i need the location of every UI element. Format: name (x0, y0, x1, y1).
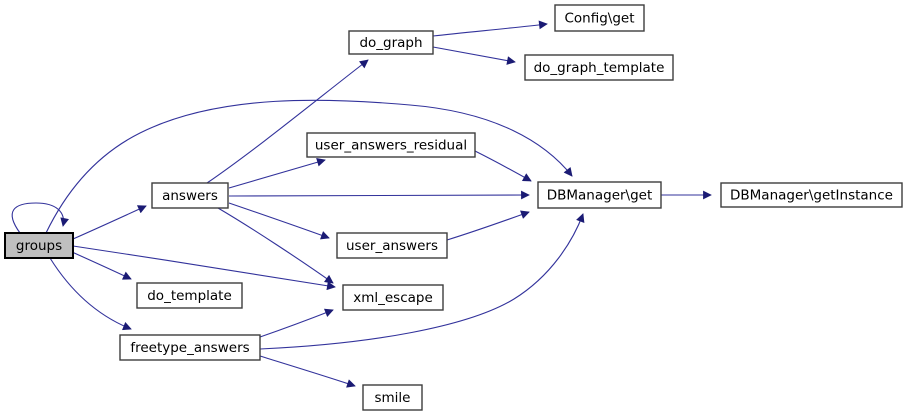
edge-user-answers-to-dbmanager-get (446, 210, 530, 241)
edge-answers-to-user-answers (228, 202, 330, 240)
node-groups[interactable]: groups (4, 232, 74, 259)
node-do-graph-template[interactable]: do_graph_template (524, 54, 674, 81)
nodes-layer: groups answers do_graph Config\get do_graph_… (4, 4, 903, 411)
node-label-config-get: Config\get (564, 11, 634, 27)
node-label-smile: smile (375, 390, 411, 406)
node-box-do-template[interactable] (136, 282, 243, 309)
node-config-get[interactable]: Config\get (554, 4, 645, 32)
node-xml-escape[interactable]: xml_escape (342, 284, 444, 311)
node-dbmanager-getinstance[interactable]: DBManager\getInstance (720, 182, 903, 208)
edge-groups-to-answers (72, 205, 147, 240)
edge-freetype-answers-to-smile (259, 355, 356, 388)
node-box-user-answers[interactable] (336, 232, 448, 259)
edge-groups-to-freetype-answers (49, 257, 132, 331)
node-box-dbmanager-getinstance[interactable] (720, 182, 903, 208)
node-user-answers-residual[interactable]: user_answers_residual (306, 132, 476, 158)
node-box-dbmanager-get[interactable] (537, 181, 662, 209)
node-label-groups: groups (16, 238, 62, 254)
edge-answers-to-dbmanager-get (228, 190, 530, 200)
node-label-dbmanager-get: DBManager\get (547, 188, 653, 204)
node-label-user-answers-residual: user_answers_residual (315, 138, 467, 154)
node-label-do-template: do_template (147, 288, 232, 304)
node-do-template[interactable]: do_template (136, 282, 243, 309)
edge-groups-to-dbmanager-get (45, 99, 573, 234)
node-box-config-get[interactable] (554, 4, 645, 32)
edge-freetype-answers-to-dbmanager-get (259, 213, 585, 350)
edge-answers-to-xml-escape (217, 207, 334, 284)
node-box-freetype-answers[interactable] (119, 334, 261, 361)
edge-answers-to-user-answers-residual (228, 157, 326, 189)
node-label-do-graph: do_graph (359, 35, 422, 51)
edge-groups-to-xml-escape (72, 245, 336, 291)
node-box-xml-escape[interactable] (342, 284, 444, 311)
node-label-xml-escape: xml_escape (353, 290, 433, 306)
node-label-dbmanager-getinstance: DBManager\getInstance (730, 188, 893, 204)
edge-answers-to-do-graph (206, 59, 369, 184)
node-label-answers: answers (162, 188, 218, 204)
node-box-user-answers-residual[interactable] (306, 132, 476, 158)
node-label-user-answers: user_answers (346, 238, 438, 254)
edge-do-graph-to-do-graph-template (432, 46, 516, 65)
node-do-graph[interactable]: do_graph (348, 30, 434, 55)
node-freetype-answers[interactable]: freetype_answers (119, 334, 261, 361)
node-box-answers[interactable] (151, 182, 229, 209)
node-box-groups[interactable] (4, 232, 74, 259)
node-answers[interactable]: answers (151, 182, 229, 209)
node-box-do-graph[interactable] (348, 30, 434, 55)
node-label-do-graph-template: do_graph_template (534, 60, 665, 76)
node-box-smile[interactable] (362, 384, 423, 411)
edges-layer (11, 20, 712, 388)
edge-user-answers-residual-to-dbmanager-get (474, 150, 532, 182)
node-user-answers[interactable]: user_answers (336, 232, 448, 259)
node-smile[interactable]: smile (362, 384, 423, 411)
edge-groups-to-groups (11, 202, 69, 234)
node-dbmanager-get[interactable]: DBManager\get (537, 181, 662, 209)
edge-do-graph-to-config-get (432, 20, 548, 37)
edge-freetype-answers-to-xml-escape (259, 308, 334, 338)
node-box-do-graph-template[interactable] (524, 54, 674, 81)
edge-groups-to-do-template (71, 251, 132, 280)
node-label-freetype-answers: freetype_answers (130, 340, 249, 356)
